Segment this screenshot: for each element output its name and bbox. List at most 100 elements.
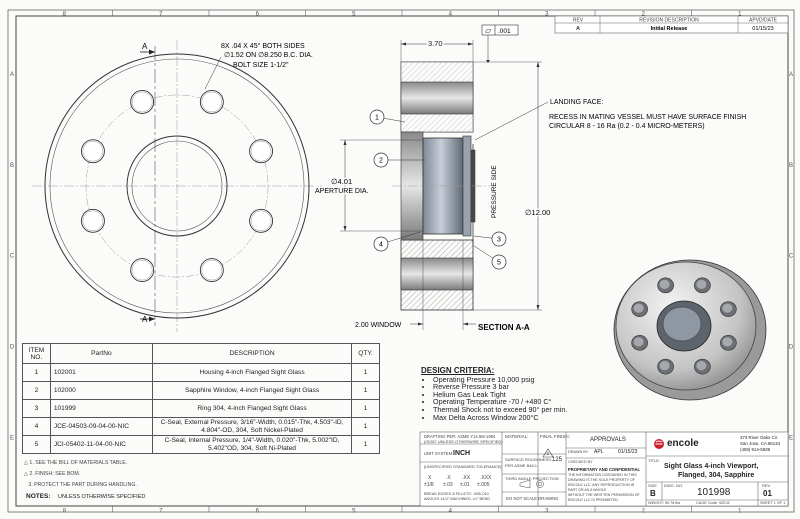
zone-row-label: D [789,345,794,351]
section-arrow-top-icon [149,49,155,55]
tol-header-x: X [428,475,432,481]
zone-column-label: 7 [159,12,163,18]
bom-part: 102001 [49,363,153,382]
aperture-inner-circle [131,140,223,232]
section-label-bottom: A [142,315,148,324]
item-balloon-label: 5 [497,260,501,267]
table-row: 3 101999 Ring 304, 4-inch Flanged Sight … [22,399,380,418]
drawing-title-line-2: Flanged, 304, Sapphire [678,472,755,479]
bom-item: 3 [22,399,51,418]
bolt-hole [80,139,105,164]
final-finish-triangle-icon [542,448,554,458]
zone-column-label: 4 [449,509,453,515]
rev-desc-header: REVISION DESCRIPTION [639,18,699,24]
aperture-dimension: ∅4.01 [331,177,352,186]
tol-header-3: .XXX [480,475,492,481]
notes-unless: UNLESS OTHERWISE SPECIFIED [58,494,146,500]
bolt-hole [130,258,155,283]
tol-value-2: ±.01 [460,482,470,488]
zone-column-label: 6 [256,509,260,515]
zone-column-label: 8 [63,12,67,18]
break-edges-note: BREAK EDGES & FILLETS: .005/.010 [424,492,489,496]
sheet-number: SHEET 1 OF 1 [760,501,786,505]
landing-face-label: LANDING FACE: [550,99,603,106]
note-3-text: PROTECT THE PART DURING HANDLING. [34,482,137,488]
weight-label: WEIGHT: 90.76 lbs [648,501,681,505]
zone-row-label: E [10,435,14,441]
zone-column-label: 3 [545,12,549,18]
dwg-no-label: DWG. NO. [664,483,684,488]
zone-column-label: 6 [256,12,260,18]
bom-description: Sapphire Window, 4-inch Flanged Sight Gl… [151,381,353,400]
proprietary-line-2: DRAWING IS THE SOLE PROPERTY OF [568,478,635,482]
item-balloon [373,152,389,168]
company-name: encole [667,438,699,449]
unit-system-label: UNIT SYSTEM: [424,451,454,456]
drawing-title-line-1: Sight Glass 4-inch Viewport, [664,463,759,470]
bom-description: Housing 4-inch Flanged Sight Glass [151,363,353,382]
section-view: 3.70 ▱ .001 ∅4.01 APERTURE DIA. ∅12.00 P… [314,24,746,332]
flange-outer-circle [44,53,310,319]
note-2-text: FINISH: SEE BOM. [35,471,81,477]
drawn-by-initials: APL [594,449,604,455]
width-dimension: 3.70 [428,39,443,48]
proprietary-line-5: WITHOUT THE WRITTEN PERMISSION OF [568,493,640,497]
size-label: SIZE [648,483,657,488]
criteria-item: Thermal Shock not to exceed 90° per min. [433,406,567,414]
tol-header-1: .X [446,475,451,481]
angles-note: ANGLES ±1/2° MACHINED, ±1° BEND [424,497,491,501]
drawing-rev: 01 [763,489,772,498]
approvals-header: APPROVALS [590,437,626,443]
address-line-2: San Jose, CA 95134 [740,441,781,446]
bom-item: 1 [22,363,51,382]
surface-roughness-label: SURFACE ROUGHNESS: [505,457,552,462]
table-row: 1 102001 Housing 4-inch Flanged Sight Gl… [22,363,380,382]
bolt-hole [199,89,224,114]
tol-header-2: .XX [462,475,471,481]
zone-column-label: 8 [63,509,67,515]
tolerance-label: [UNSPECIFIED STANDARD TOLERANCE] [424,464,502,469]
bom-description-header: DESCRIPTION [151,343,353,364]
bolt-circle [85,94,269,278]
bom-description: C-Seal, Internal Pressure, 1/4"-Width, 0… [151,435,353,454]
bom-qty: 1 [351,417,380,436]
drafting-standard-2: (ISO87 UNLESS OTHERWISE SPECIFIED) [424,439,503,444]
zone-row-label: E [789,435,793,441]
criteria-item: Max Delta Across Window 200°C [433,413,567,422]
zone-row-label: A [789,72,793,78]
projection-symbol-icon [519,479,544,489]
flatness-frame [481,24,519,36]
note-3: 3. PROTECT THE PART DURING HANDLING. [24,482,137,488]
flatness-value: .001 [498,28,511,35]
design-criteria-list: Operating Pressure 10,000 psig Reverse P… [421,375,567,422]
title-block [419,431,789,507]
zone-column-label: 2 [642,509,646,515]
outer-diameter-dimension: ∅12.00 [525,208,550,217]
front-view: A A 8X .04 X 45° BOTH SIDES ∅1.52 ON ∅8.… [32,40,322,332]
window-dimension: 2.00 WINDOW [355,322,402,329]
zone-row-label: B [10,163,14,169]
proprietary-line-6: ENCOLE LLC IS PROHIBITED. [568,498,619,502]
cage-code: CAGE Code: 92EJ2 [696,501,730,505]
bom-item: 2 [22,381,51,400]
bill-of-materials: ITEM NO. PartNo DESCRIPTION QTY. 1 10200… [22,343,380,454]
bolt-hole [249,208,274,233]
bom-qty: 1 [351,399,380,418]
surface-roughness-value: 125 [552,457,563,463]
tol-value-3: ±.005 [477,482,490,488]
note-1-text: SEE THE BILL OF MATERIALS TABLE. [35,460,128,466]
zone-column-label: 2 [642,12,646,18]
bom-description: Ring 304, 4-inch Flanged Sight Glass [151,399,353,418]
criteria-item: Reverse Pressure 3 bar [433,383,567,391]
bolt-size-note: BOLT SIZE 1-1/2" [233,62,289,69]
third-angle-label: THIRD ANGLE PROJECTION [505,476,559,481]
bom-item: 5 [22,435,51,454]
border-outer [7,9,795,513]
tol-value-x: ±1/8 [424,482,434,488]
bom-item: 4 [22,417,51,436]
bom-description: C-Seal, External Pressure, 3/16"-Width, … [151,417,353,436]
item-balloon-label: 4 [379,242,383,249]
note-1: △ 1. SEE THE BILL OF MATERIALS TABLE. [24,460,128,466]
chamfer-note: 8X .04 X 45° BOTH SIDES [221,42,305,50]
checked-by-label: CHECKED BY [568,460,593,464]
